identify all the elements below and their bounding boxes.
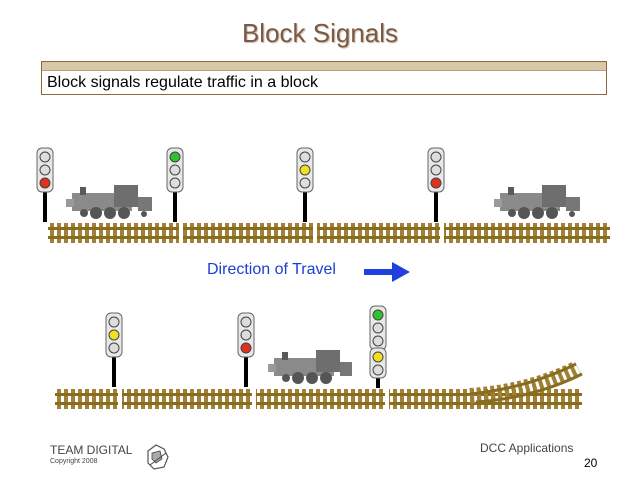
locomotive-icon: [268, 350, 352, 384]
top-track: [48, 222, 610, 244]
logo-icon: [147, 444, 169, 470]
footer-section: DCC Applications: [480, 441, 574, 455]
signal-icon: [36, 147, 54, 222]
signal-icon: [166, 147, 184, 222]
signal-icon: [369, 305, 387, 388]
signal-icon: [105, 312, 123, 387]
locomotive-icon: [494, 185, 580, 219]
turnout: [469, 360, 583, 404]
footer-copyright: Copyright 2008: [50, 458, 98, 465]
signal-icon: [237, 312, 255, 387]
arrow-right-icon: [364, 262, 410, 282]
bottom-track: [55, 360, 583, 410]
subtitle-text: Block signals regulate traffic in a bloc…: [47, 74, 318, 91]
direction-label: Direction of Travel: [207, 261, 336, 278]
footer-company: TEAM DIGITAL: [50, 443, 133, 457]
subtitle-box: Block signals regulate traffic in a bloc…: [41, 61, 607, 95]
page-title: Block Signals: [241, 18, 399, 48]
locomotive-icon: [66, 185, 152, 219]
signal-icon: [427, 147, 445, 222]
subtitle-bar: [42, 62, 606, 71]
page-number: 20: [584, 456, 598, 470]
signal-icon: [296, 147, 314, 222]
